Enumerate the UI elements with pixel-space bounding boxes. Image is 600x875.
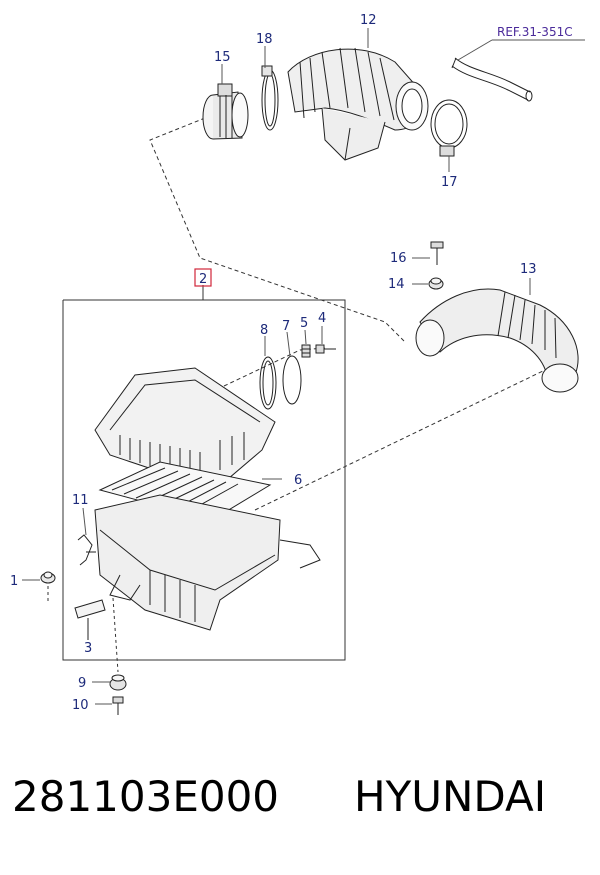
callout-6: 6 bbox=[294, 473, 302, 488]
callout-16: 16 bbox=[390, 251, 407, 266]
bolt-part bbox=[112, 696, 124, 715]
callout-1: 1 bbox=[10, 574, 18, 589]
mount-insulator-part bbox=[109, 674, 127, 691]
callout-14: 14 bbox=[388, 277, 405, 292]
callout-15: 15 bbox=[214, 50, 231, 65]
gasket-part bbox=[282, 355, 302, 405]
callout-13: 13 bbox=[520, 262, 537, 277]
callout-10: 10 bbox=[72, 698, 89, 713]
air-duct-part bbox=[415, 288, 579, 393]
intake-hose-part bbox=[287, 47, 429, 161]
air-cleaner-housing-part bbox=[94, 494, 321, 631]
callout-2: 2 bbox=[199, 272, 207, 287]
reference-label: REF.31-351C bbox=[497, 25, 573, 39]
callout-7: 7 bbox=[282, 319, 290, 334]
clip-part bbox=[77, 534, 96, 566]
callout-9: 9 bbox=[78, 676, 86, 691]
bolt-part bbox=[430, 241, 444, 265]
callout-8: 8 bbox=[260, 323, 268, 338]
air-cleaner-cover-part bbox=[94, 367, 276, 491]
seal-ring-part bbox=[259, 356, 277, 410]
dashed-guide-line bbox=[112, 597, 119, 673]
bushing-part bbox=[40, 571, 56, 584]
item-2-highlight-box bbox=[194, 268, 212, 287]
assembly-frame bbox=[62, 299, 346, 661]
dashed-guide-line bbox=[149, 117, 406, 343]
airflow-sensor-part bbox=[202, 83, 249, 140]
part-info-footer: 281103E000 HYUNDAI bbox=[0, 772, 600, 842]
callout-18: 18 bbox=[256, 32, 273, 47]
brand-name: HYUNDAI bbox=[354, 772, 547, 821]
callout-leader-lines bbox=[22, 28, 531, 705]
label-plate-part bbox=[74, 599, 106, 640]
screw-part bbox=[315, 344, 336, 354]
hose-clamp-part bbox=[430, 99, 468, 157]
dashed-guide-line bbox=[254, 369, 546, 511]
callout-11: 11 bbox=[72, 493, 89, 508]
callout-17: 17 bbox=[441, 175, 458, 190]
callout-12: 12 bbox=[360, 13, 377, 28]
ref-pipe-part bbox=[451, 57, 533, 102]
spring-nut-part bbox=[301, 344, 311, 358]
callout-3: 3 bbox=[84, 641, 92, 656]
callout-5: 5 bbox=[300, 316, 308, 331]
gasket-ring-part bbox=[261, 65, 279, 131]
part-number: 281103E000 bbox=[12, 772, 280, 821]
callout-4: 4 bbox=[318, 311, 326, 326]
grommet-part bbox=[428, 277, 444, 290]
